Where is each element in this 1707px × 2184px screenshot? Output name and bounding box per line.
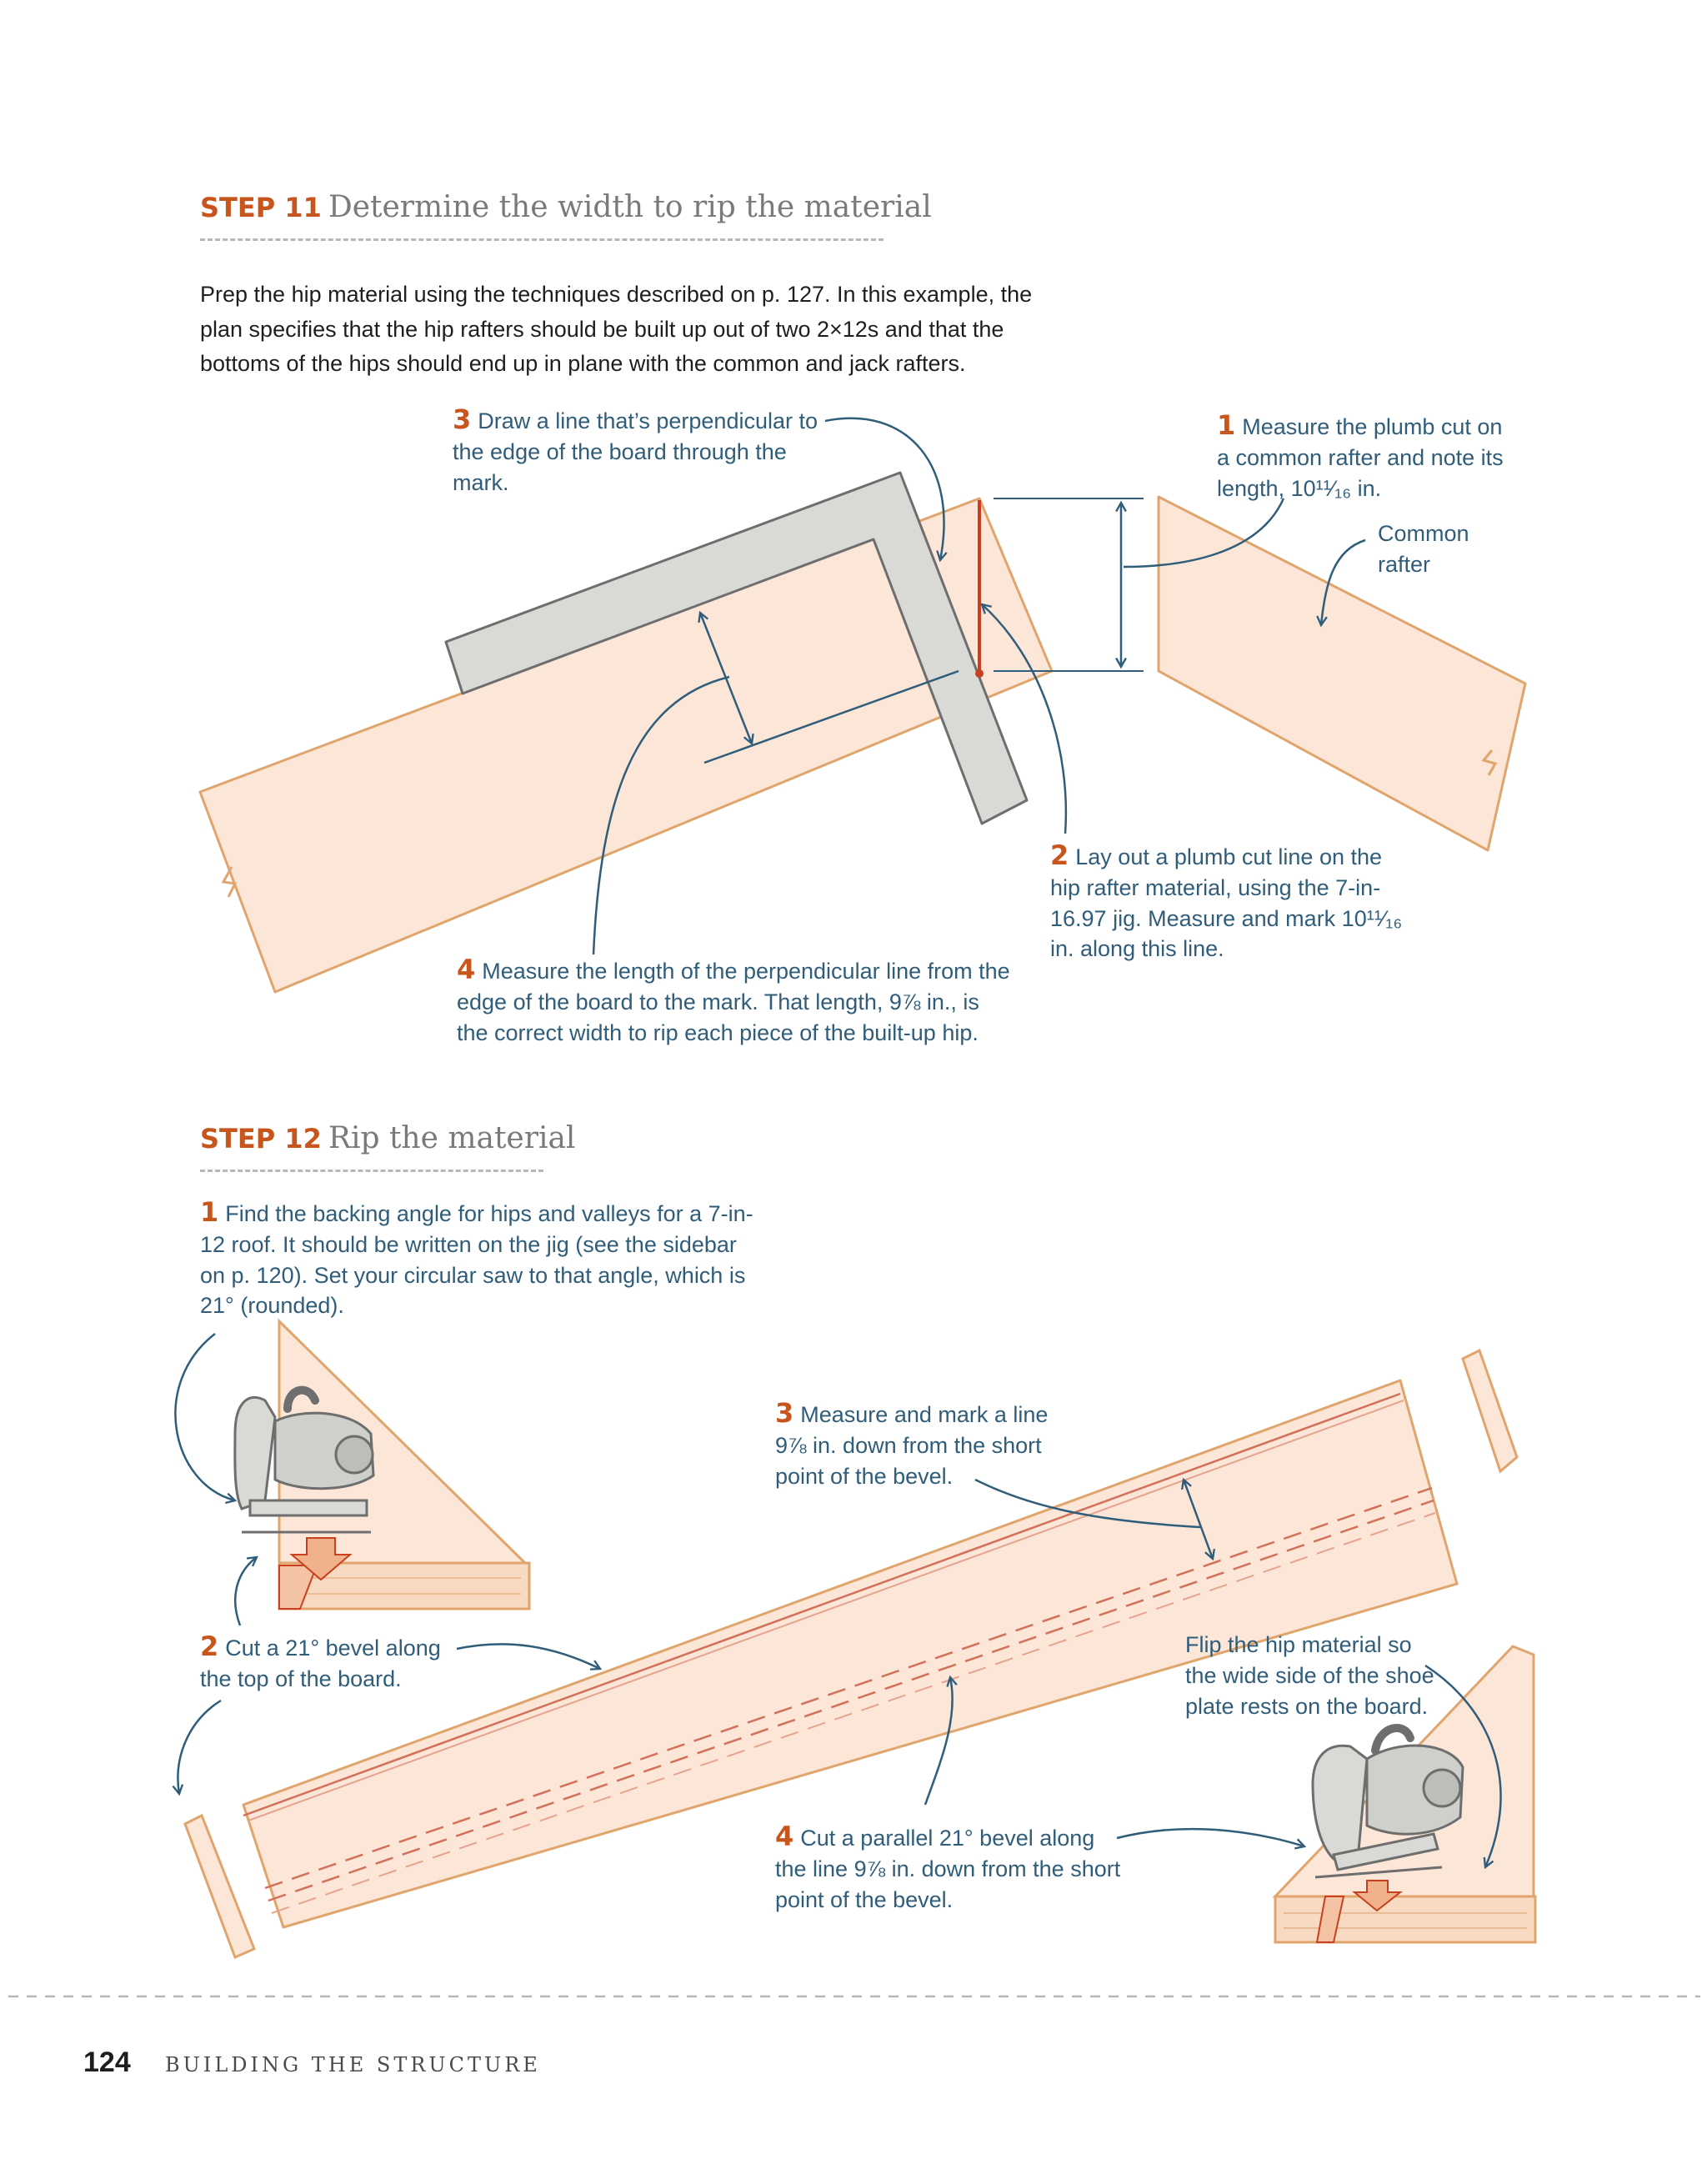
note-number: 2 — [200, 1630, 219, 1662]
left-circular-saw — [233, 1385, 375, 1581]
plumb-cut-mark — [975, 669, 984, 678]
right-bevel-cut — [1315, 1896, 1345, 1943]
leader-note-3 — [824, 417, 944, 560]
step12-number: STEP 12 — [200, 1123, 322, 1155]
leader-flip-note — [1424, 1664, 1502, 1867]
note-text: Measure and mark a line 9⅞ in. down from… — [775, 1402, 1049, 1489]
board-break-mark — [221, 866, 238, 898]
common-rafter-break-mark — [1481, 749, 1498, 776]
note-text: Draw a line that’s perpendicular to the … — [453, 408, 818, 495]
step11-title: Determine the width to rip the material — [328, 190, 932, 224]
left-board-end — [278, 1561, 531, 1610]
note-text: Measure the length of the perpendicular … — [457, 959, 1010, 1045]
bevel-line-top — [243, 1392, 1401, 1817]
note-text: Find the backing angle for hips and vall… — [200, 1201, 753, 1319]
running-footer-title: BUILDING THE STRUCTURE — [165, 2053, 541, 2076]
leader-step12-note-2-down — [178, 1699, 222, 1794]
perpendicular-line — [703, 669, 959, 764]
rip-line-dashed — [264, 1486, 1433, 1890]
step11-number: STEP 11 — [200, 192, 322, 223]
note-number: 1 — [200, 1196, 219, 1228]
leader-note-1 — [1123, 498, 1285, 569]
offcut-strip-right — [1461, 1348, 1519, 1474]
note-text: Measure the plumb cut on a common rafter… — [1217, 414, 1504, 501]
common-rafter-label: Common rafter — [1378, 521, 1469, 577]
rip-line-dashed-3 — [271, 1512, 1436, 1914]
rip-line-dashed-2 — [268, 1499, 1434, 1902]
page-number: 124 — [83, 2046, 131, 2078]
common-rafter — [1157, 495, 1527, 852]
leader-common-rafter — [1321, 538, 1366, 625]
note-number: 2 — [1050, 839, 1069, 871]
offcut-strip-left — [183, 1813, 256, 1960]
leader-note-2 — [982, 604, 1068, 834]
framing-square — [444, 471, 1029, 825]
leader-step12-note-2-right — [456, 1643, 600, 1669]
leader-step12-note-4-up — [924, 1677, 953, 1806]
rip-width-arrow — [1184, 1480, 1213, 1559]
leader-note-4 — [592, 675, 730, 955]
step12-diagram — [174, 1318, 1537, 1960]
note-number: 3 — [775, 1397, 794, 1429]
step12-title: Rip the material — [328, 1121, 576, 1155]
right-board-end — [1274, 1895, 1537, 1944]
note-number: 3 — [453, 403, 472, 435]
bevel-line-top-inner — [248, 1400, 1404, 1821]
step11-diagram — [198, 417, 1527, 994]
step12-heading-rule — [200, 1170, 543, 1172]
note-text: Lay out a plumb cut line on the hip raft… — [1050, 844, 1403, 962]
note-number: 4 — [775, 1821, 794, 1852]
step12-flip-note: Flip the hip material so the wide side o… — [1185, 1632, 1434, 1719]
leader-step12-note-1 — [174, 1333, 235, 1500]
leader-step12-note-2-up — [233, 1557, 257, 1626]
step11-intro: Prep the hip material using the techniqu… — [200, 282, 1033, 376]
step11-heading-rule — [200, 238, 884, 241]
note-number: 4 — [457, 954, 476, 985]
note-text: Cut a parallel 21° bevel along the line … — [775, 1826, 1121, 1912]
leader-step12-note-3 — [974, 1478, 1201, 1529]
right-circular-saw — [1311, 1724, 1464, 1912]
leader-step12-note-4-right — [1116, 1827, 1304, 1846]
note-text: Cut a 21° bevel along the top of the boa… — [200, 1635, 441, 1691]
note-number: 1 — [1217, 409, 1236, 441]
